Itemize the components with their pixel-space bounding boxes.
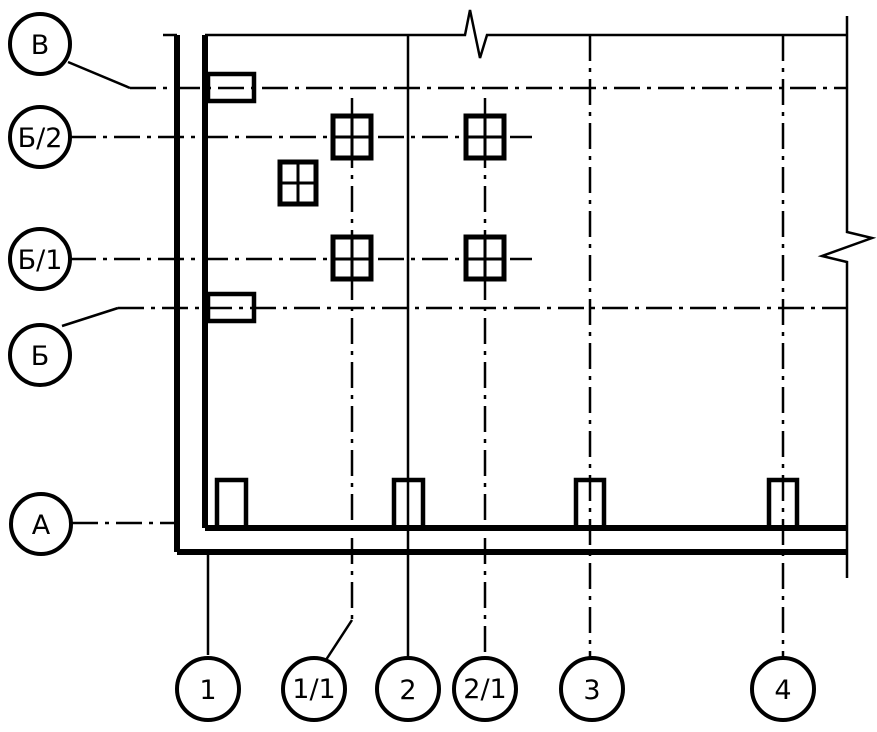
pilaster-b xyxy=(205,291,257,324)
axis-bubble-3: 3 xyxy=(559,656,625,722)
horizontal-axes xyxy=(70,86,847,525)
leader-v xyxy=(67,60,131,90)
axis-bubble-b: Б xyxy=(8,323,72,387)
pilaster-a-3 xyxy=(573,477,607,528)
axis-label-v: В xyxy=(31,30,50,61)
pilasters xyxy=(205,71,800,528)
column-b2-2-1 xyxy=(463,113,507,161)
right-break-line xyxy=(817,16,877,578)
axis-label-1: 1 xyxy=(199,675,216,706)
column-b1-2-1 xyxy=(463,234,507,282)
pilaster-a-4 xyxy=(766,477,800,528)
horizontal-axis-bubbles: В Б/2 Б/1 Б А xyxy=(8,12,73,556)
axis-label-2-1: 2/1 xyxy=(463,674,506,705)
axis-bubble-1: 1 xyxy=(175,656,241,722)
vertical-axis-bubbles: 1 1/1 2 2/1 3 4 xyxy=(175,656,816,722)
axis-label-2: 2 xyxy=(399,675,416,706)
axis-bubble-a: А xyxy=(9,492,73,556)
outer-walls xyxy=(163,33,847,555)
leader-1-1 xyxy=(320,619,354,667)
axis-label-a: А xyxy=(32,510,51,541)
pilaster-v xyxy=(205,71,257,104)
axis-bubble-1-1: 1/1 xyxy=(281,656,347,722)
axis-bubble-2: 2 xyxy=(375,656,441,722)
leader-b xyxy=(61,306,119,328)
axis-label-b: Б xyxy=(31,341,50,372)
column-b2-1-1 xyxy=(330,113,374,161)
axis-label-4: 4 xyxy=(774,675,791,706)
pilaster-a-1 xyxy=(214,477,249,528)
pilaster-a-2 xyxy=(391,477,426,528)
column-free xyxy=(277,159,319,207)
axis-label-b2: Б/2 xyxy=(18,123,63,154)
axis-bubble-b2: Б/2 xyxy=(8,105,72,169)
axis-label-b1: Б/1 xyxy=(18,245,63,276)
vertical-axes xyxy=(206,35,785,658)
leader-lines xyxy=(61,60,354,667)
column-b1-1-1 xyxy=(330,234,374,282)
axis-label-1-1: 1/1 xyxy=(292,674,335,705)
axis-bubble-b1: Б/1 xyxy=(8,227,72,291)
axis-bubble-2-1: 2/1 xyxy=(452,656,518,722)
columns xyxy=(277,113,507,282)
axis-bubble-4: 4 xyxy=(750,656,816,722)
axis-label-3: 3 xyxy=(583,675,600,706)
axis-bubble-v: В xyxy=(8,12,72,76)
top-break-line xyxy=(205,9,847,59)
